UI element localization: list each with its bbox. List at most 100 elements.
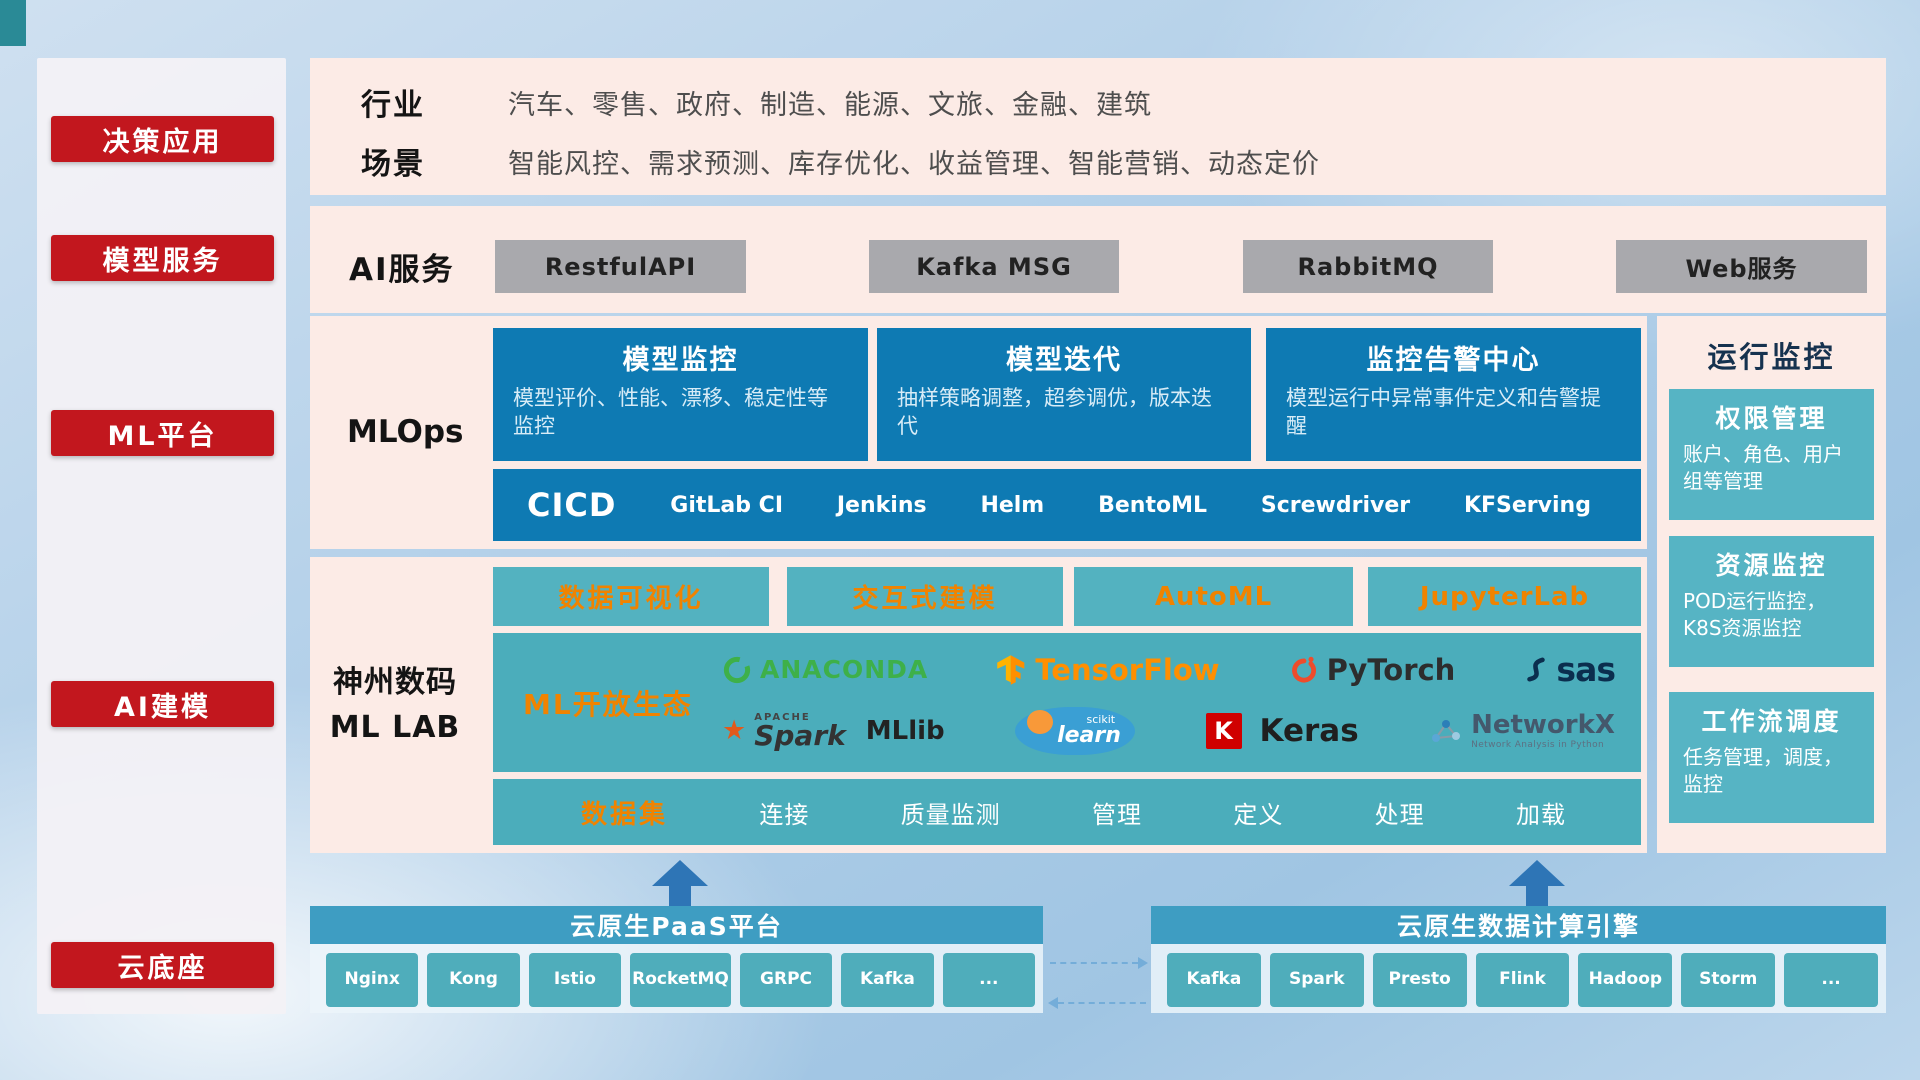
keras-k-icon: K [1205, 712, 1242, 749]
paas-item-kong: Kong [427, 953, 520, 1007]
engine-title-bar: 云原生数据计算引擎 [1151, 906, 1886, 944]
cicd-item-helm: Helm [980, 492, 1045, 518]
anaconda-icon [723, 656, 751, 683]
scikit-tag-text: scikit [1086, 712, 1116, 726]
spark-star-icon: ★ [722, 715, 747, 747]
monitor-card-permissions: 权限管理 账户、角色、用户组等管理 [1669, 389, 1874, 520]
industry-scene-panel [310, 58, 1886, 195]
dataset-item-quality: 质量监测 [900, 800, 1001, 829]
dataset-item-load: 加载 [1515, 800, 1566, 829]
dashed-arrow-right-head-icon [1138, 957, 1148, 969]
engine-item-flink: Flink [1475, 953, 1570, 1007]
paas-title-bar: 云原生PaaS平台 [310, 906, 1043, 944]
keras-logo: K Keras [1205, 712, 1359, 749]
dataset-item-define: 定义 [1233, 800, 1284, 829]
dashed-arrow-left-line [1058, 1002, 1146, 1004]
card-title: 权限管理 [1715, 404, 1828, 433]
paas-item-nginx: Nginx [326, 953, 419, 1007]
dataset-label: 数据集 [581, 799, 669, 830]
paas-items: Nginx Kong Istio RocketMQ GRPC Kafka ... [326, 953, 1035, 1007]
ai-service-rabbitmq: RabbitMQ [1243, 240, 1493, 293]
card-desc: 账户、角色、用户组等管理 [1683, 442, 1843, 493]
scene-label: 场景 [361, 147, 425, 182]
sas-logo: sas [1524, 650, 1616, 690]
paas-item-istio: Istio [528, 953, 622, 1007]
engine-items: Kafka Spark Presto Flink Hadoop Storm ..… [1167, 953, 1879, 1007]
card-title: 资源监控 [1715, 551, 1828, 580]
engine-item-hadoop: Hadoop [1578, 953, 1673, 1007]
paas-item-kafka: Kafka [841, 953, 934, 1007]
dataset-item-process: 处理 [1374, 800, 1425, 829]
engine-panel: 云原生数据计算引擎 Kafka Spark Presto Flink Hadoo… [1151, 906, 1886, 1013]
sidebar [37, 58, 286, 1014]
cicd-item-gitlab-ci: GitLab CI [670, 492, 784, 518]
cicd-item-bentoml: BentoML [1098, 492, 1208, 518]
tensorflow-icon [997, 655, 1025, 685]
spark-apache-text: APACHE [754, 711, 811, 723]
scikit-learn-text: learn [1057, 722, 1121, 748]
sidebar-item-decision-apps: 决策应用 [51, 116, 274, 162]
engine-item-more: ... [1784, 953, 1879, 1007]
card-title: 模型监控 [622, 345, 739, 376]
ai-service-kafka-msg: Kafka MSG [869, 240, 1119, 293]
up-arrow-paas-icon [652, 860, 708, 886]
sas-text: sas [1556, 650, 1616, 690]
runtime-monitor-title: 运行监控 [1707, 340, 1836, 374]
up-arrow-paas-stem [669, 885, 691, 906]
cicd-item-jenkins: Jenkins [836, 492, 927, 518]
card-desc: POD运行监控，K8S资源监控 [1683, 589, 1827, 640]
up-arrow-engine-stem [1526, 885, 1548, 906]
sidebar-item-model-service: 模型服务 [51, 235, 274, 281]
card-desc: 模型评价、性能、漂移、稳定性等监控 [513, 386, 828, 439]
cicd-item-kfserving: KFServing [1463, 492, 1591, 518]
dataset-item-manage: 管理 [1092, 800, 1142, 829]
mllab-label-line2: ML LAB [329, 710, 461, 745]
cicd-bar: CICD GitLab CI Jenkins Helm BentoML Scre… [493, 469, 1641, 541]
paas-item-more: ... [942, 953, 1035, 1007]
mlops-card-alert-center: 监控告警中心 模型运行中异常事件定义和告警提醒 [1266, 328, 1641, 461]
anaconda-text: ANACONDA [760, 655, 929, 685]
pytorch-icon [1291, 656, 1316, 683]
ai-service-web: Web服务 [1616, 240, 1867, 293]
dashed-arrow-right-line [1050, 962, 1138, 964]
anaconda-logo: ANACONDA [722, 655, 928, 685]
up-arrow-engine-icon [1509, 860, 1565, 886]
card-desc: 模型运行中异常事件定义和告警提醒 [1286, 386, 1601, 439]
scikit-learn-logo: scikit learn [1015, 706, 1136, 755]
tensorflow-logo: TensorFlow [997, 653, 1220, 687]
card-title: 模型迭代 [1006, 345, 1122, 376]
mlops-label: MLOps [347, 414, 464, 450]
engine-item-presto: Presto [1372, 953, 1467, 1007]
engine-item-spark: Spark [1269, 953, 1364, 1007]
mlops-card-model-iteration: 模型迭代 抽样策略调整，超参调优，版本迭代 [877, 328, 1251, 461]
card-desc: 任务管理，调度，监控 [1683, 745, 1843, 796]
industry-value: 汽车、零售、政府、制造、能源、文旅、金融、建筑 [508, 90, 1152, 121]
dataset-item-connect: 连接 [759, 800, 810, 829]
engine-item-storm: Storm [1681, 953, 1776, 1007]
mllib-text: MLlib [865, 715, 945, 746]
tool-jupyterlab: JupyterLab [1368, 567, 1641, 626]
ai-service-label: AI服务 [349, 252, 455, 288]
scene-value: 智能风控、需求预测、库存优化、收益管理、智能营销、动态定价 [508, 149, 1320, 180]
monitor-card-workflow: 工作流调度 任务管理，调度，监控 [1669, 692, 1874, 823]
pytorch-logo: PyTorch [1289, 653, 1455, 687]
ml-ecosystem-label: ML开放生态 [523, 687, 693, 721]
mllab-label-line1: 神州数码 [333, 665, 457, 700]
spark-mllib-logo: ★ APACHE Spark MLlib [722, 712, 945, 750]
corner-accent [0, 0, 26, 46]
sidebar-item-ai-modeling: AI建模 [51, 681, 274, 727]
tool-data-visualization: 数据可视化 [493, 567, 769, 626]
monitor-card-resources: 资源监控 POD运行监控，K8S资源监控 [1669, 536, 1874, 667]
engine-item-kafka: Kafka [1167, 953, 1261, 1007]
logo-row-1: ANACONDA TensorFlow PyTorch [708, 650, 1629, 689]
spark-text: Spark [754, 718, 846, 752]
card-title: 监控告警中心 [1366, 345, 1541, 376]
tool-interactive-modeling: 交互式建模 [787, 567, 1063, 626]
paas-item-grpc: GRPC [739, 953, 833, 1007]
networkx-text-stack: NetworkX Network Analysis in Python [1471, 712, 1615, 750]
card-title: 工作流调度 [1701, 707, 1842, 736]
cicd-label: CICD [527, 486, 617, 524]
ml-ecosystem-box: ML开放生态 ANACONDA TensorFlow [493, 633, 1641, 772]
keras-text: Keras [1259, 712, 1359, 749]
